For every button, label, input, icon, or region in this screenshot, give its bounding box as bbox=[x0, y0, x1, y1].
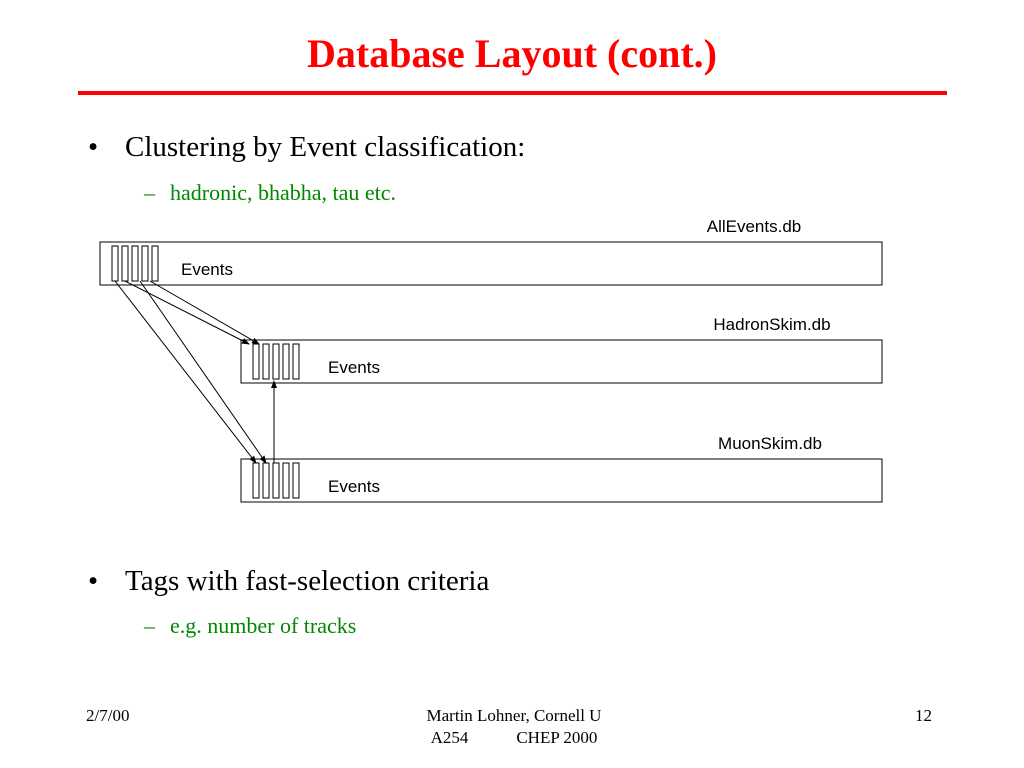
event-slots-muonskim bbox=[252, 462, 300, 499]
bullet-text: Tags with fast-selection criteria bbox=[125, 565, 490, 597]
footer-room: A254 bbox=[430, 728, 469, 747]
event-pointer-arrows bbox=[114, 280, 277, 464]
slide-title: Database Layout (cont.) bbox=[307, 31, 717, 76]
event-slots-allevents bbox=[111, 245, 159, 282]
bullet-marker: • bbox=[88, 131, 99, 163]
db-name-muonskim: MuonSkim.db bbox=[718, 434, 822, 453]
sub-bullet-text: hadronic, bhabha, tau etc. bbox=[170, 180, 397, 205]
db-box-muonskim bbox=[240, 458, 883, 503]
footer-venue: A254 CHEP 2000 bbox=[404, 727, 624, 749]
footer-center: Martin Lohner, Cornell U A254 CHEP 2000 bbox=[404, 705, 624, 749]
sub-bullet-marker: – bbox=[144, 180, 155, 205]
db-name-hadronskim: HadronSkim.db bbox=[713, 315, 830, 334]
bullet-text: Clustering by Event classification: bbox=[125, 131, 526, 163]
db-box-hadronskim bbox=[240, 339, 883, 384]
footer-date: 2/7/00 bbox=[86, 706, 130, 725]
sub-bullet-text: e.g. number of tracks bbox=[170, 613, 357, 638]
events-label-muonskim: Events bbox=[328, 477, 380, 496]
sub-bullet-marker: – bbox=[144, 613, 155, 638]
footer-conference: CHEP 2000 bbox=[516, 728, 598, 747]
events-label-allevents: Events bbox=[181, 260, 233, 279]
event-slots-hadronskim bbox=[252, 343, 300, 380]
title-underline bbox=[78, 91, 947, 95]
footer-page-number: 12 bbox=[915, 706, 932, 725]
db-box-allevents bbox=[99, 241, 883, 286]
bullet-marker: • bbox=[88, 565, 99, 597]
events-label-hadronskim: Events bbox=[328, 358, 380, 377]
db-name-allevents: AllEvents.db bbox=[707, 217, 802, 236]
footer-author: Martin Lohner, Cornell U bbox=[426, 706, 602, 725]
